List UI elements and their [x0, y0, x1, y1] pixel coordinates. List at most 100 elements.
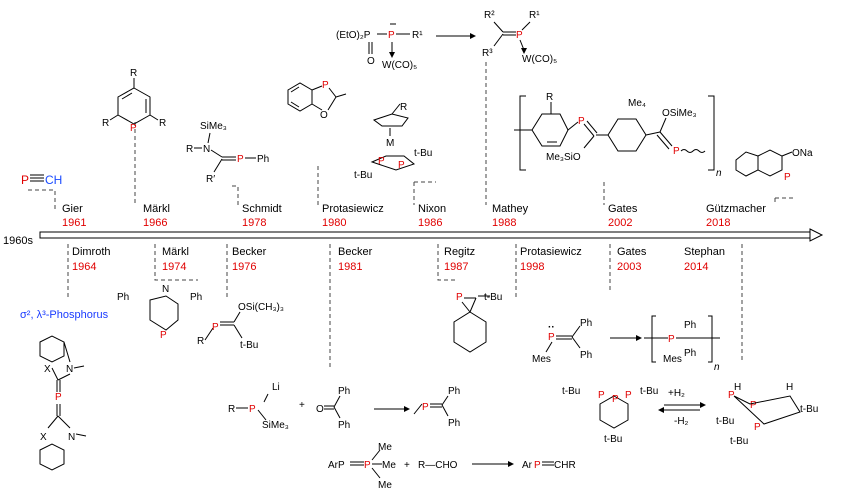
svg-text:M: M	[386, 138, 394, 149]
svg-text:P: P	[249, 404, 256, 415]
svg-text:-H₂: -H₂	[674, 416, 689, 427]
svg-text:t-Bu: t-Bu	[730, 436, 748, 447]
svg-text:2003: 2003	[617, 261, 641, 273]
timeline-bar	[39, 231, 811, 239]
svg-text:P: P	[160, 330, 167, 341]
svg-text:Märkl: Märkl	[162, 246, 189, 258]
svg-text:R²: R²	[484, 10, 495, 21]
svg-text:t-Bu: t-Bu	[484, 292, 502, 303]
svg-text:1998: 1998	[520, 261, 544, 273]
svg-text:P: P	[578, 116, 585, 127]
milestone-protasiewicz-1980: Protasiewicz 1980	[322, 203, 384, 229]
svg-text:Becker: Becker	[232, 246, 267, 258]
svg-text:Mathey: Mathey	[492, 203, 529, 215]
svg-text:1964: 1964	[72, 261, 96, 273]
svg-text:Stephan: Stephan	[684, 246, 725, 258]
svg-text:N: N	[203, 144, 210, 155]
svg-text:R: R	[400, 102, 407, 113]
structure-carbene-phosphinidene: N X P X N	[39, 335, 87, 471]
svg-text:2002: 2002	[608, 217, 632, 229]
svg-text:P: P	[598, 390, 605, 401]
svg-text:Li: Li	[272, 382, 280, 393]
structure-ylide: ArP P Me Me Me + R—CHO Ar P CHR	[328, 442, 576, 489]
svg-text:P: P	[212, 322, 219, 333]
svg-text:1961: 1961	[62, 217, 86, 229]
svg-text:t-Bu: t-Bu	[240, 340, 258, 351]
svg-text:Me: Me	[382, 460, 396, 471]
svg-text:H: H	[734, 382, 741, 393]
svg-text:P: P	[516, 30, 523, 41]
svg-text:N: N	[66, 364, 73, 375]
svg-text:R³: R³	[482, 48, 493, 59]
svg-text:OSiMe₃: OSiMe₃	[662, 108, 697, 119]
svg-text:P: P	[612, 394, 619, 405]
svg-text:P: P	[548, 332, 555, 343]
svg-text:2018: 2018	[706, 217, 730, 229]
svg-text:H: H	[786, 382, 793, 393]
svg-text:1966: 1966	[143, 217, 167, 229]
structure-mes-polymer: ·· P Ph Ph Mes n P Ph Ph Mes	[532, 315, 720, 373]
svg-text:Ph: Ph	[338, 386, 350, 397]
svg-text:CH: CH	[45, 173, 62, 187]
structure-becker-1976: R P OSi(CH₃)₃ t-Bu	[197, 302, 284, 351]
svg-text:W(CO)₅: W(CO)₅	[522, 54, 557, 65]
svg-text:Regitz: Regitz	[444, 246, 475, 258]
svg-text:P: P	[728, 390, 735, 401]
svg-text:+H₂: +H₂	[668, 388, 685, 399]
timeline-axis: 1960s	[3, 228, 824, 247]
milestone-becker-1976: Becker 1976	[232, 246, 267, 273]
svg-text:1974: 1974	[162, 261, 186, 273]
svg-text:W(CO)₅: W(CO)₅	[382, 60, 417, 71]
svg-text:Gates: Gates	[608, 203, 638, 215]
structure-phosphinine: R R R P	[102, 68, 166, 134]
svg-text:Ph: Ph	[684, 320, 696, 331]
svg-text:Mes: Mes	[532, 354, 551, 365]
svg-text:(EtO)₂P: (EtO)₂P	[336, 30, 371, 41]
structure-triphosphabenzene: t-Bu t-Bu t-Bu P P P +H₂ -H₂	[562, 386, 706, 445]
svg-text:P: P	[388, 30, 395, 41]
svg-text:P: P	[130, 123, 137, 134]
structure-gates-polymer: n R P Me₃SiO Me₄ OSiMe₃ P	[514, 92, 722, 179]
svg-text:Protasiewicz: Protasiewicz	[322, 203, 384, 215]
svg-text:t-Bu: t-Bu	[414, 148, 432, 159]
svg-text:n: n	[716, 168, 722, 179]
svg-text:Gier: Gier	[62, 203, 83, 215]
svg-text:+: +	[299, 400, 305, 411]
svg-text:P: P	[422, 402, 429, 413]
svg-text:t-Bu: t-Bu	[562, 386, 580, 397]
svg-text:R: R	[197, 336, 204, 347]
structure-mathey: (EtO)₂P P R¹ O W(CO)₅ R² R³ P R¹ W(CO)₅	[336, 10, 557, 71]
svg-text:1976: 1976	[232, 261, 256, 273]
svg-text:P: P	[673, 146, 680, 157]
dashed-connectors	[28, 62, 796, 370]
svg-text:R: R	[546, 92, 553, 103]
svg-text:R: R	[228, 404, 235, 415]
structure-regitz: P t-Bu	[453, 292, 502, 353]
svg-text:t-Bu: t-Bu	[800, 404, 818, 415]
svg-text:Ph: Ph	[117, 292, 129, 303]
svg-text:X: X	[44, 364, 51, 375]
svg-text:Me: Me	[378, 442, 392, 453]
svg-text:P: P	[534, 460, 541, 471]
svg-text:R—CHO: R—CHO	[418, 460, 458, 471]
structure-cage: H H P P P t-Bu t-Bu t-Bu	[716, 382, 818, 447]
svg-text:R¹: R¹	[412, 30, 423, 41]
structure-azaphosphinine: Ph N Ph P	[117, 284, 202, 341]
svg-text:SiMe₃: SiMe₃	[262, 420, 289, 431]
svg-text:1980: 1980	[322, 217, 346, 229]
svg-text:Ph: Ph	[190, 292, 202, 303]
svg-text:Ph: Ph	[684, 348, 696, 359]
svg-text:Me: Me	[378, 480, 392, 489]
svg-text:R: R	[159, 118, 166, 129]
svg-text:OSi(CH₃)₃: OSi(CH₃)₃	[238, 302, 284, 313]
svg-text:ArP: ArP	[328, 460, 345, 471]
